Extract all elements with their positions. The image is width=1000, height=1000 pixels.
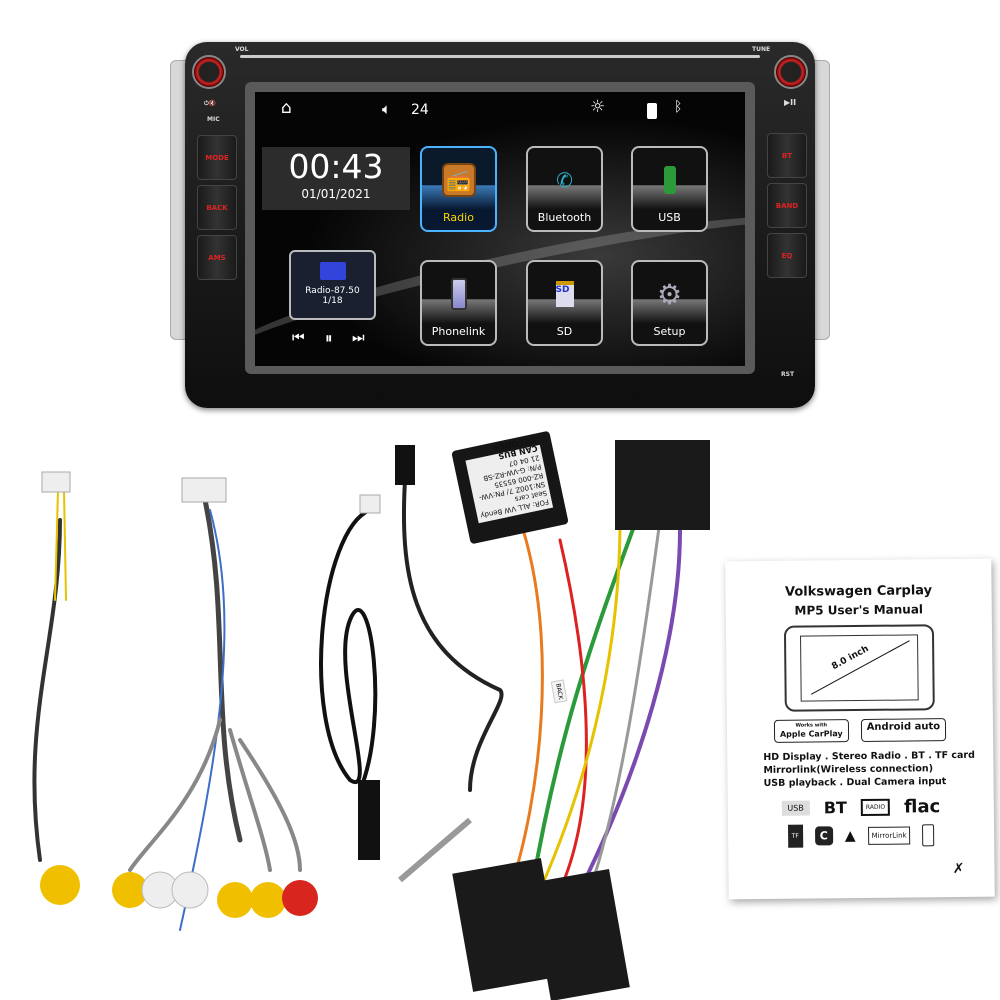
tile-phonelink[interactable]: Phonelink [420,260,497,346]
tile-label: Phonelink [431,325,486,338]
harness-wires-orange [508,518,544,892]
radio-icon [319,262,346,280]
rca-bundle-blue [179,509,226,931]
white-connector [181,477,227,503]
media-station: Radio-87.50 [305,286,360,296]
rca-plug-yellow [250,882,286,918]
bt-icon: BT [823,798,848,818]
cables-illustration [32,440,710,1000]
coiled-cable [319,508,378,852]
manual-title: Volkswagen Carplay [784,583,933,600]
android-auto-badge: Android auto [860,718,947,742]
tile-sd[interactable]: SD SD [526,260,603,346]
antenna-plug [395,445,415,485]
tile-label: Radio [443,211,474,224]
white-connector [359,494,381,514]
power-mute-label: ⏻🔇 [204,100,217,107]
reset-label: RST [781,371,795,378]
manual-device-drawing: 8.0 inch [783,624,935,712]
next-icon[interactable]: ⏭ [352,330,365,346]
flac-icon: flac [903,796,941,818]
volume-value: 24 [411,102,429,118]
radio-icon: RADIO [860,798,891,816]
rca-single-cable [32,518,62,862]
tile-label: Setup [653,325,686,338]
band-button[interactable]: BAND [767,183,807,228]
volume-knob[interactable] [192,55,226,89]
decoder-label: FOR: ALL VW Bendy Seat cars SN:100Z 7/ P… [465,435,554,524]
usb-status-icon [647,103,657,119]
tune-label: TUNE [752,46,771,53]
eq-button[interactable]: EQ [767,233,807,278]
antenna-adapter [358,780,380,860]
harness-wires-green [528,508,642,902]
rca-plug-yellow [217,882,253,918]
weee-disposal-icon: ✗ [952,860,965,878]
can-bus-decoder: FOR: ALL VW Bendy Seat cars SN:100Z 7/ P… [451,430,569,545]
harness-wires-gray [588,518,662,892]
media-widget[interactable]: Radio-87.50 1/18 [289,250,376,320]
gear-icon: ⚙ [656,277,683,311]
manual-subtitle: MP5 User's Manual [794,602,924,618]
usb-icon: USB [781,800,810,816]
rca-plug-white [171,871,209,909]
white-connector [41,471,71,493]
antenna-pin [398,817,472,883]
harness-wires-red [558,538,588,892]
feature-line: USB playback . Dual Camera input [763,776,947,790]
mirrorlink-icon: MirrorLink [867,825,911,845]
clock-date: 01/01/2021 [301,187,371,201]
carplay-icon: C [814,826,833,846]
ams-button[interactable]: AMS [197,235,237,280]
carplay-text: Apple CarPlay [779,729,843,739]
usb-icon [653,163,687,197]
phone-icon [922,823,935,846]
harness-wires-purple [578,528,682,892]
rca-plug-red [282,880,318,916]
back-button[interactable]: BACK [197,185,237,230]
yellow-wires [54,489,67,601]
radio-icon: 📻 [441,163,476,197]
black-iso-connector [615,440,710,530]
brightness-icon[interactable]: ☼ [590,97,606,117]
rca-plug-yellow [40,865,80,905]
android-auto-icon: ▲ [844,827,856,844]
bt-button[interactable]: BT [767,133,807,178]
tile-label: USB [658,211,681,224]
carplay-small-text: Works with [795,722,828,729]
clock-time: 00:43 [288,147,384,186]
mic-label: MIC [207,116,220,123]
clock-widget[interactable]: 00:43 01/01/2021 [262,147,410,210]
mode-button[interactable]: MODE [197,135,237,180]
tf-card-icon: TF [787,824,803,848]
tile-bluetooth[interactable]: ✆ Bluetooth [526,146,603,232]
tile-setup[interactable]: ⚙ Setup [631,260,708,346]
rca-plug-yellow [112,872,148,908]
pause-icon[interactable]: ⏸ [325,329,333,347]
volume-icon[interactable]: 🔈︎ [382,100,392,118]
black-iso-connector [530,868,630,1000]
bluetooth-icon: ᛒ [674,99,683,115]
previous-icon[interactable]: ⏮ [292,330,305,346]
tile-usb[interactable]: USB [631,146,708,232]
antenna-cable [401,478,504,792]
play-pause-label: ▶II [784,98,797,107]
tile-label: Bluetooth [537,211,592,224]
smartphone-icon [442,277,476,311]
home-icon[interactable]: ⌂ [281,98,292,118]
tile-label: SD [556,325,573,338]
disc-slot [240,55,760,58]
user-manual: Volkswagen Carplay MP5 User's Manual 8.0… [725,558,995,900]
media-track: 1/18 [322,296,343,306]
harness-wires-yellow [538,518,622,892]
tune-knob[interactable] [774,55,808,89]
rca-bundle-cable [202,497,243,843]
sd-card-icon: SD [548,277,582,311]
vol-label: VOL [235,46,249,53]
tile-radio[interactable]: 📻 Radio [420,146,497,232]
rca-bundle-gray [128,718,302,872]
phone-icon: ✆ [556,168,573,192]
